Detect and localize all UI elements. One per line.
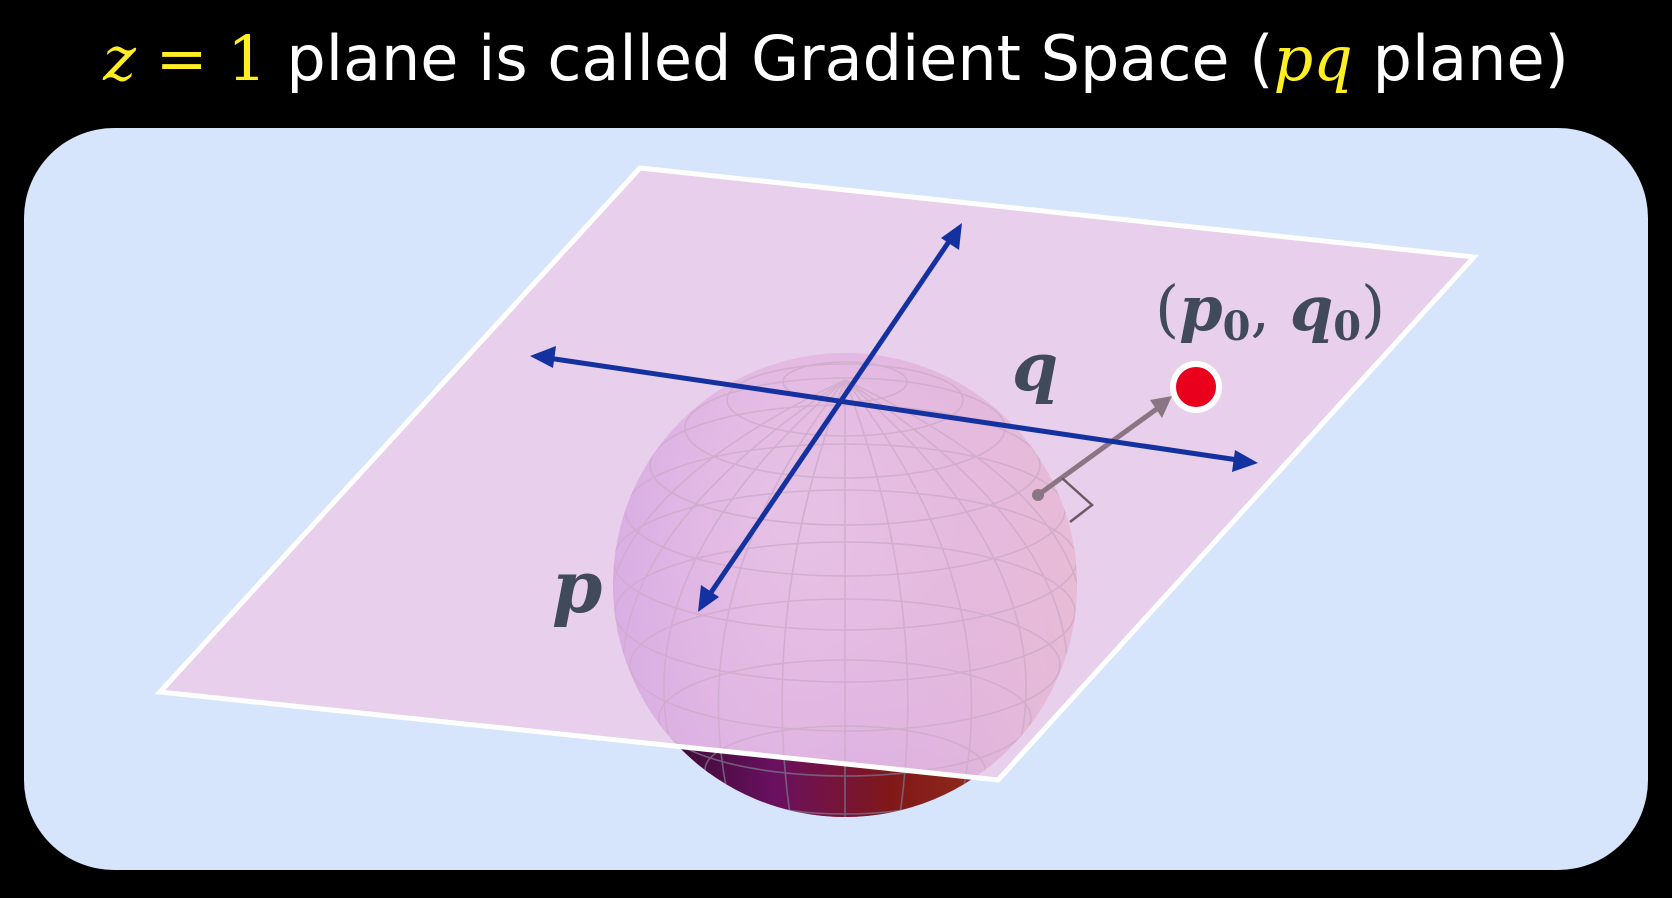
point-label-open-paren: ( <box>1155 272 1179 345</box>
point-label-q: q <box>1290 272 1333 345</box>
gradient-point-p0-q0 <box>1170 361 1222 413</box>
slide-title: z = 1 plane is called Gradient Space (pq… <box>0 22 1672 95</box>
title-text-end: plane) <box>1352 22 1569 95</box>
point-label-p0-q0: (p0, q0) <box>1155 272 1385 350</box>
point-label-p: p <box>1179 272 1222 345</box>
q-axis <box>530 346 1258 472</box>
title-text-main: plane is called Gradient Space ( <box>266 22 1274 95</box>
normal-vector-arrow <box>1032 396 1172 523</box>
point-label-sub-p: 0 <box>1223 303 1251 350</box>
axis-label-p: p <box>552 544 602 629</box>
title-math-z: z <box>103 22 136 95</box>
point-label-sub-q: 0 <box>1333 303 1361 350</box>
title-math-equals: = 1 <box>135 22 267 95</box>
point-label-close-paren: ) <box>1361 272 1385 345</box>
p-axis <box>698 223 962 612</box>
pq-plane <box>154 165 1480 783</box>
title-math-pq: pq <box>1273 22 1353 95</box>
axis-label-q: q <box>1012 328 1058 406</box>
point-label-comma: , <box>1250 272 1289 345</box>
